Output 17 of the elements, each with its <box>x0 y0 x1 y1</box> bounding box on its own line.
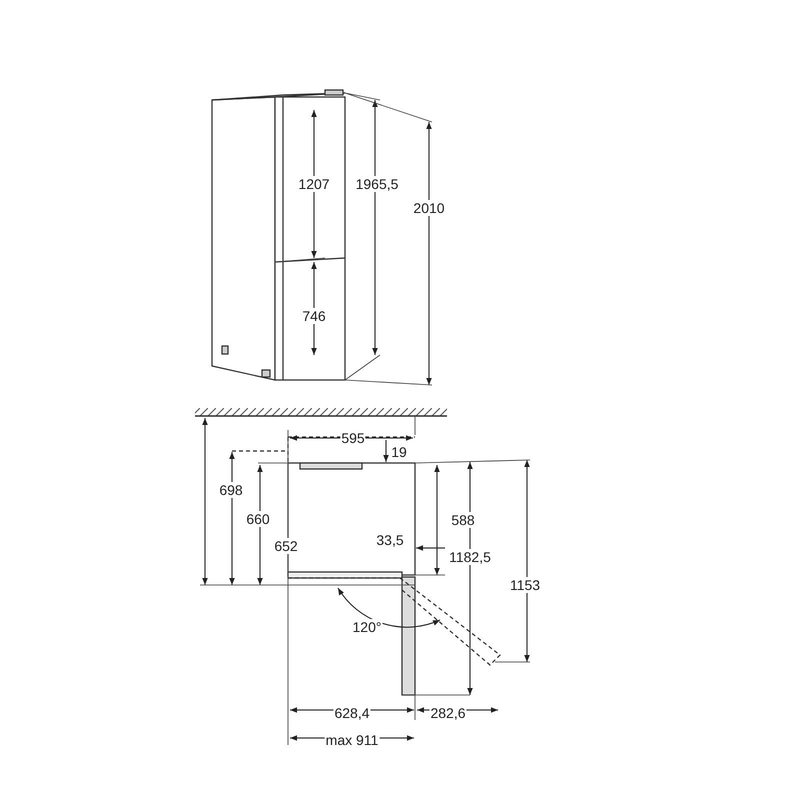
dimension-label: 588 <box>450 512 476 528</box>
dimension-label: 2010 <box>412 200 446 216</box>
dimension-label: max 911 <box>324 732 380 748</box>
dimension-label: 1965,5 <box>354 176 400 192</box>
dimension-label: 1182,5 <box>448 549 492 565</box>
dimension-label: 33,5 <box>375 532 405 548</box>
dimension-label: 282,6 <box>429 705 467 721</box>
dimension-label: 1207 <box>297 176 331 192</box>
dimension-label: 660 <box>245 511 271 527</box>
dimension-label: 19 <box>390 444 408 460</box>
dimension-label: 120° <box>352 619 382 635</box>
dimension-label: 746 <box>301 308 327 324</box>
dimension-label: 652 <box>273 538 299 554</box>
dimension-label: 628,4 <box>333 705 371 721</box>
dimension-label: 595 <box>340 430 366 446</box>
dimension-label: 1153 <box>508 577 542 593</box>
dimension-label: 698 <box>218 482 244 498</box>
